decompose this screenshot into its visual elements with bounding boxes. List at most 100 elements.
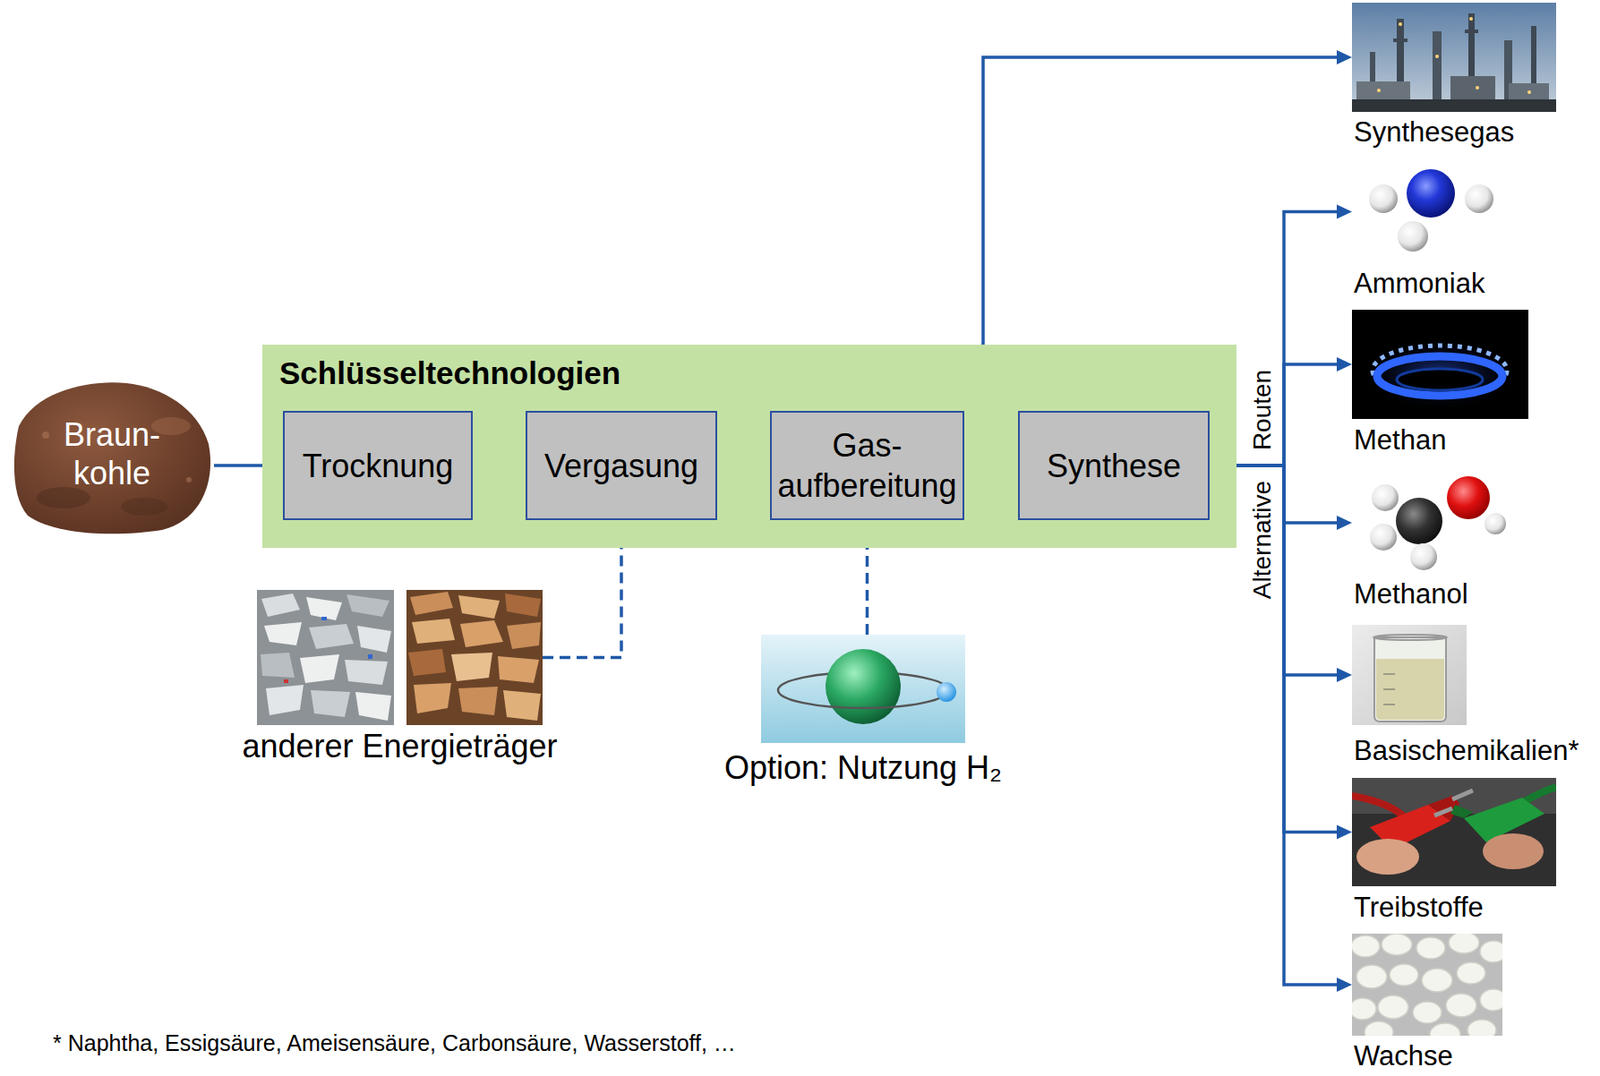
rock-shape <box>14 382 211 534</box>
wax-pellets <box>1381 933 1412 956</box>
fuel-nozzle-photo <box>1351 795 1406 819</box>
picture-caption: Synthesegas <box>1353 117 1515 148</box>
process-label: Trocknung <box>299 445 458 487</box>
wax-pellets <box>1349 998 1377 1020</box>
wax-pellets <box>1389 964 1419 986</box>
methanol-molecule <box>1446 476 1490 520</box>
input-picture: Option: Nutzung H₂ <box>761 634 966 744</box>
beaker-photo <box>1383 703 1395 706</box>
methanol-molecule <box>1369 476 1506 571</box>
wood-chips <box>411 618 455 644</box>
wood-chips <box>451 652 493 682</box>
flow-arrow <box>1336 50 1352 65</box>
refinery-photo <box>1377 88 1381 93</box>
gas-flame-photo <box>1351 309 1529 420</box>
footnote: * Naphtha, Essigsäure, Ameisensäure, Car… <box>52 1030 736 1057</box>
product-picture: Synthesegas <box>1351 2 1557 112</box>
picture-caption: Ammoniak <box>1353 268 1485 300</box>
gas-flame-photo <box>1357 336 1523 412</box>
shred-pieces <box>346 594 390 617</box>
hydrogen-atom-picture <box>778 690 949 709</box>
wax-pellets <box>1349 932 1507 1045</box>
gas-flame-photo <box>1372 345 1507 396</box>
wax-pellets <box>1480 941 1507 963</box>
ammonia-molecule <box>1368 184 1398 214</box>
picture-caption: Treibstoffe <box>1353 892 1484 924</box>
band-heading: Schlüsseltechnologien <box>279 355 621 392</box>
wax-pellets <box>1412 1001 1442 1024</box>
wood-chips <box>503 690 541 721</box>
hydrogen-atom-picture <box>761 634 966 744</box>
fuel-nozzle-photo <box>1351 778 1557 887</box>
rock-shape <box>120 497 168 516</box>
gas-flame-photo <box>1351 309 1529 420</box>
flow-arrow <box>1336 977 1352 993</box>
shred-pieces <box>321 616 327 621</box>
process-box: Gas- aufbereitung <box>770 410 965 521</box>
methanol-molecule <box>1484 513 1506 535</box>
wax-pellets <box>1416 937 1446 959</box>
picture-caption: Basischemikalien* <box>1353 735 1580 767</box>
shred-pieces <box>264 622 302 646</box>
fuel-nozzle-photo <box>1434 808 1453 816</box>
refinery-photo <box>1469 17 1473 21</box>
wax-pellets <box>1480 989 1507 1011</box>
wax-pellets-photo <box>1349 932 1507 1045</box>
wax-pellets <box>1448 932 1480 954</box>
refinery-photo <box>1435 54 1439 59</box>
shred-pieces <box>260 593 392 721</box>
product-picture: Ammoniak <box>1351 168 1506 256</box>
gas-flame-photo <box>1377 356 1503 396</box>
technology-band: SchlüsseltechnologienTrocknung Vergasung G… <box>262 344 1237 548</box>
flow-arrow <box>1336 357 1352 372</box>
refinery-photo <box>1432 31 1442 106</box>
beaker-photo <box>1383 673 1395 676</box>
picture-caption: Methan <box>1353 425 1446 456</box>
product-picture: Methanol <box>1351 474 1506 572</box>
wax-pellets <box>1467 1019 1497 1042</box>
product-picture: Treibstoffe <box>1351 778 1557 887</box>
fuel-nozzle-photo <box>1452 790 1473 800</box>
wax-pellets <box>1456 962 1486 984</box>
product-picture: Methan <box>1351 309 1529 420</box>
shred-pieces <box>261 593 300 617</box>
fuel-nozzle-photo <box>1482 833 1544 870</box>
shred-pieces <box>283 679 289 684</box>
hydrogen-atom-picture <box>936 682 957 702</box>
ammonia-molecule <box>1406 169 1455 218</box>
shred-pieces <box>265 684 304 716</box>
product-picture: Wachse <box>1351 933 1503 1036</box>
process-label: Gas- aufbereitung <box>771 425 963 506</box>
process-label: Synthese <box>1043 445 1185 487</box>
picture-caption: Methanol <box>1353 579 1469 610</box>
gas-flame-photo <box>1396 368 1483 391</box>
shred-pieces <box>308 624 354 650</box>
methanol-molecule <box>1369 523 1397 551</box>
route-label: Alternative Routen <box>1249 369 1275 599</box>
wood-chips <box>410 591 454 616</box>
refinery-photo <box>1351 2 1557 112</box>
shred-pieces <box>299 654 340 684</box>
ammonia-molecule <box>1464 184 1494 214</box>
wood-chips <box>506 622 541 650</box>
process-box: Synthese <box>1018 410 1210 521</box>
lignite-rock: Braun- kohle <box>9 372 214 536</box>
wood-chips <box>458 595 500 619</box>
wood-chips <box>497 656 540 684</box>
refinery-photo <box>1527 90 1532 95</box>
flow-arrow <box>1336 667 1352 683</box>
refinery-photo <box>1393 38 1408 43</box>
shred-pieces <box>306 597 343 621</box>
rock-shape <box>42 431 50 439</box>
flow-arrow <box>1336 825 1352 840</box>
wood-chips <box>460 620 504 648</box>
refinery-photo <box>1351 2 1557 112</box>
beaker-photo <box>1376 658 1445 720</box>
process-box: Vergasung <box>525 410 718 521</box>
wax-pellets <box>1377 995 1409 1019</box>
fuel-nozzle-photo <box>1450 804 1473 819</box>
wax-pellets <box>1364 1021 1394 1044</box>
rock-shape <box>9 372 214 536</box>
picture-caption: anderer Energieträger <box>241 728 557 765</box>
